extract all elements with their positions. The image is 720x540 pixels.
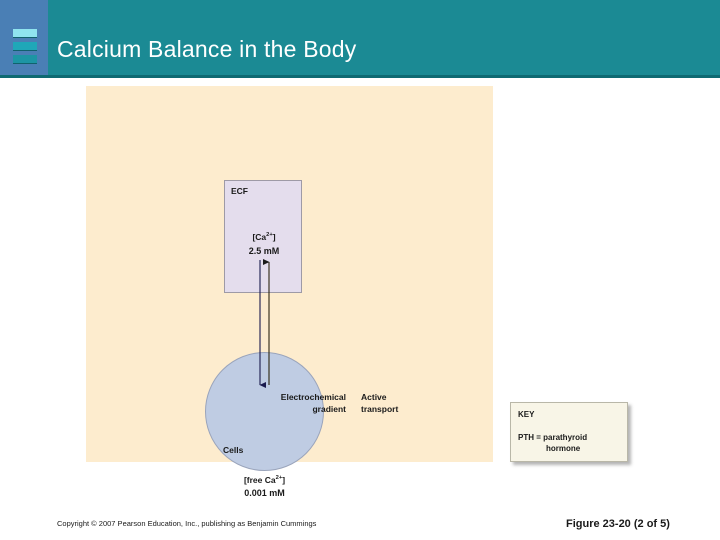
page-title: Calcium Balance in the Body	[57, 36, 357, 62]
logo-bar-top	[13, 29, 37, 38]
diagram-panel: ECF [Ca2+] 2.5 mM Cells [free Ca2+] 0.00…	[86, 86, 493, 498]
cells-label: Cells	[223, 445, 244, 455]
logo-bar-middle	[13, 42, 37, 51]
cell-concentration-group: [free Ca2+] 0.001 mM	[205, 474, 324, 500]
slide-header: Calcium Balance in the Body	[0, 0, 720, 78]
ecf-compartment-box: ECF [Ca2+] 2.5 mM	[224, 180, 302, 293]
key-title: KEY	[518, 410, 535, 419]
logo-panel	[0, 0, 48, 75]
key-definition-cont: hormone	[546, 444, 581, 453]
cell-concentration-label: [free Ca2+]	[243, 475, 286, 485]
stacked-bars-icon	[13, 29, 37, 64]
key-box: KEY PTH = parathyroid hormone	[510, 402, 628, 462]
ecf-concentration-label: [Ca2+]	[252, 232, 276, 242]
cell-concentration-value: 0.001 mM	[244, 488, 285, 498]
logo-bar-bottom	[13, 55, 37, 64]
ecf-concentration-group: [Ca2+] 2.5 mM	[225, 231, 303, 258]
figure-caption: Figure 23-20 (2 of 5)	[566, 518, 670, 530]
copyright-notice: Copyright © 2007 Pearson Education, Inc.…	[57, 519, 317, 528]
key-definition: PTH = parathyroid hormone	[518, 432, 624, 454]
cell-compartment-circle	[205, 352, 324, 471]
ecf-concentration-value: 2.5 mM	[248, 246, 280, 256]
key-definition-term: PTH = parathyroid	[518, 433, 588, 442]
ecf-label: ECF	[231, 186, 248, 196]
